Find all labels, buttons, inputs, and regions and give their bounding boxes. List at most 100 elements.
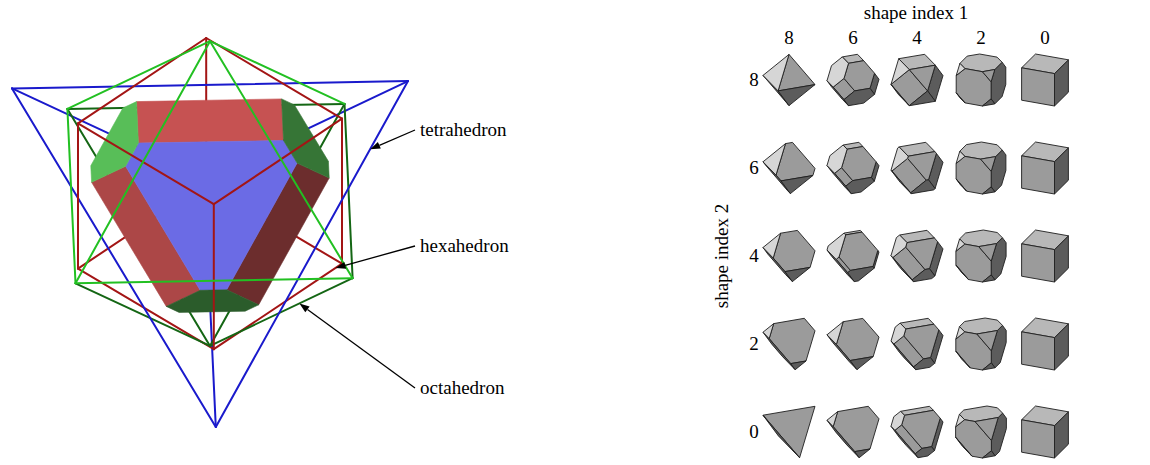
polyhedron-face (956, 351, 970, 368)
polyhedron-face (904, 324, 939, 359)
polyhedron-face (781, 176, 813, 194)
oct-back-edge (345, 104, 353, 278)
solid-face (91, 102, 139, 183)
cube-front-edge (214, 119, 342, 205)
axis-tick: 8 (749, 70, 759, 91)
polyhedron-face (912, 269, 935, 282)
polyhedron-face (1022, 244, 1055, 282)
polyhedron-face (785, 267, 810, 281)
polyhedron-face (915, 447, 934, 458)
oct-front-edge (76, 278, 353, 283)
cube-front-edge (78, 123, 214, 204)
polyhedron-face (1022, 156, 1055, 194)
polyhedron-face (891, 84, 909, 105)
polyhedron-face (763, 415, 800, 458)
leader-line (379, 130, 415, 145)
tet-front-edge (12, 81, 408, 88)
axis-tick: 6 (848, 28, 858, 49)
polyhedron-face (906, 238, 938, 270)
axis-tick: 2 (749, 334, 759, 355)
polyhedron-face (1022, 332, 1055, 370)
polyhedron-face (827, 233, 846, 259)
polyhedron-face (827, 145, 847, 173)
polyhedron-face (833, 406, 879, 451)
polyhedron-face (956, 179, 967, 191)
polyhedron-face (891, 256, 914, 282)
polyhedron-face (844, 88, 875, 105)
polyhedron-face (844, 61, 875, 91)
polyhedron-face (914, 358, 935, 370)
cube-front-edge (77, 123, 79, 268)
polyhedron-face (791, 361, 806, 370)
polyhedron-face (846, 177, 875, 193)
polyhedron-face (891, 411, 905, 430)
cube-back-edge (341, 119, 343, 264)
solid-face (282, 99, 330, 178)
polyhedron-face (977, 331, 998, 351)
polyhedron-face (982, 363, 995, 370)
polyhedron-face (902, 410, 941, 448)
polyhedron-face (908, 152, 937, 181)
axis-tick: 0 (1040, 28, 1050, 49)
leader-line (345, 246, 415, 265)
polyhedron-face (956, 151, 965, 163)
polyhedron-face (778, 85, 815, 106)
polyhedron-face (848, 267, 875, 282)
polyhedron-face (827, 412, 838, 427)
polyhedron-face (763, 54, 789, 91)
polyhedron-face (982, 187, 995, 194)
polyhedron-face (891, 235, 907, 258)
polyhedron-face (763, 406, 815, 457)
polyhedron-face (979, 244, 997, 262)
tet-front-edge (216, 81, 408, 427)
polyhedra-figure (12, 38, 408, 427)
polyhedron-face (1022, 68, 1055, 106)
polyhedron-face (911, 180, 935, 194)
polyhedron-face (891, 341, 916, 370)
polyhedron-face (1022, 420, 1055, 458)
polyhedron-face (956, 327, 965, 340)
polyhedron-face (982, 451, 995, 458)
polyhedron-face (891, 170, 911, 194)
solid-face (166, 290, 258, 313)
polyhedron-face (769, 318, 815, 363)
polyhedron-face (827, 57, 849, 87)
polyhedron-face (763, 144, 786, 176)
polyhedron-face (982, 275, 995, 282)
axis-title: shape index 2 (712, 204, 733, 308)
solid-face (137, 99, 284, 143)
oct-front-edge (67, 109, 75, 283)
polyhedron-face (956, 93, 965, 103)
polyhedron-face (982, 99, 994, 106)
polyhedron-face (827, 322, 843, 345)
arrow-head (370, 142, 381, 149)
tet-front-edge (12, 88, 216, 427)
polyhedron-face (975, 418, 998, 441)
arrow-head (299, 304, 309, 313)
axis-title: shape index 1 (864, 3, 968, 24)
cube-front-edge (213, 204, 215, 349)
polyhedron-face (855, 449, 870, 458)
polyhedron-face (956, 437, 972, 456)
shape-name: octahedron (420, 378, 504, 399)
polyhedron-face (891, 426, 918, 458)
axis-tick: 0 (749, 422, 759, 443)
arrow-head (336, 262, 347, 269)
polyhedron-face (891, 147, 908, 171)
oct-front-edge (210, 41, 345, 104)
axis-tick: 6 (749, 158, 759, 179)
oct-front-edge (76, 41, 211, 283)
polyhedron-face (763, 324, 774, 339)
polyhedron-face (956, 265, 969, 280)
polyhedron-face (956, 63, 965, 75)
polyhedron-face (981, 157, 996, 172)
polyhedron-face (891, 323, 906, 344)
polyhedron-face (850, 357, 873, 370)
polyhedron-face (956, 414, 965, 427)
cube-front-edge (206, 38, 342, 119)
oct-front-edge (67, 41, 210, 109)
axis-tick: 4 (749, 246, 759, 267)
axis-tick: 2 (976, 28, 986, 49)
polyhedron-face (909, 65, 935, 91)
polyhedron-face (956, 239, 965, 251)
